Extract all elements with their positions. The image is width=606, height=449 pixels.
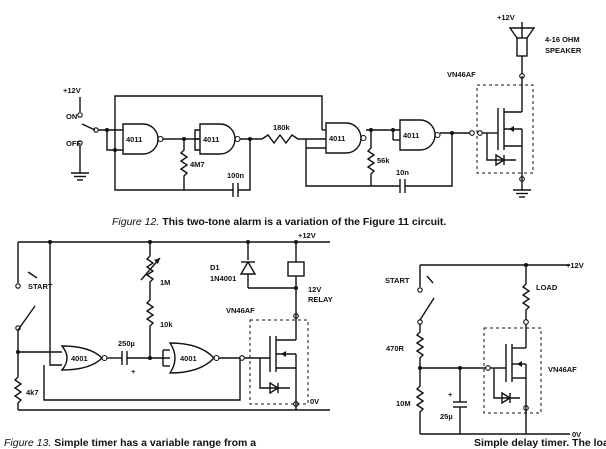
- fig12-resistor-56k: [366, 130, 376, 186]
- fig12-ground-symbol: [71, 172, 89, 181]
- fig12-resistor-180k: [261, 133, 326, 145]
- fig14-capacitor-25u-polarity: +: [448, 390, 453, 399]
- fig13-nor-gate-2: 4001: [168, 342, 220, 374]
- fig12-speaker-ground-symbol: [513, 189, 531, 198]
- fig14-load-resistor: [521, 283, 531, 320]
- fig12-caption: Figure 12. This two-tone alarm is a vari…: [112, 216, 446, 228]
- fig13-resistor-4k7: [13, 376, 23, 410]
- fig12-capacitor-10n-label: 10n: [396, 168, 409, 177]
- fig13-resistor-4k7-label: 4k7: [26, 388, 39, 397]
- fig14-start-switch-arrow: [426, 275, 434, 284]
- fig12-speaker-supply-label: +12V: [497, 13, 515, 22]
- figure-13-simple-timer: +12V START 4k7 0V 4001 250µ +: [4, 231, 333, 449]
- fig13-mosfet-vn46af: [249, 319, 309, 405]
- fig13-diode-d1: [239, 260, 257, 275]
- fig12-speaker-label-line1: 4-16 OHM: [545, 35, 580, 44]
- svg-text:4001: 4001: [71, 354, 88, 363]
- fig12-speaker-icon: [516, 37, 528, 57]
- fig14-mosfet-vn46af: [483, 327, 542, 414]
- fig12-speaker-label-line2: SPEAKER: [545, 46, 582, 55]
- fig14-resistor-10m-label: 10M: [396, 399, 411, 408]
- fig13-capacitor-250u-label: 250µ: [118, 339, 135, 348]
- svg-text:4001: 4001: [180, 354, 197, 363]
- fig14-resistor-470r-label: 470R: [386, 344, 405, 353]
- fig14-resistor-10m: [415, 368, 425, 434]
- fig14-capacitor-25u-label: 25µ: [440, 412, 453, 421]
- fig13-potentiometer-1m-label: 1M: [160, 278, 170, 287]
- fig13-mosfet-label: VN46AF: [226, 306, 255, 315]
- fig13-nor-gate-1: 4001: [60, 345, 108, 371]
- fig13-caption: Figure 13. Simple timer has a variable r…: [4, 437, 256, 449]
- fig13-start-label: START: [28, 282, 53, 291]
- svg-text:4011: 4011: [403, 131, 419, 140]
- fig13-ground-label: 0V: [310, 397, 319, 406]
- fig12-nand-gate-2: 4011: [199, 123, 241, 155]
- fig12-supply-label: +12V: [63, 86, 81, 95]
- fig13-resistor-10k: [145, 299, 155, 358]
- fig12-nand-gate-4: 4011: [399, 119, 441, 151]
- fig13-capacitor-250u-polarity: +: [131, 367, 136, 376]
- fig14-resistor-470r: [415, 331, 425, 368]
- fig13-supply-label: +12V: [298, 231, 316, 240]
- fig12-nand-gate-1: 4011: [122, 123, 164, 155]
- fig12-capacitor-100n-label: 100n: [227, 171, 245, 180]
- fig12-switch-on-label: ON: [66, 112, 77, 121]
- fig14-mosfet-label: VN46AF: [548, 365, 577, 374]
- fig12-nand-gate-3: 4011: [325, 122, 367, 154]
- svg-text:4011: 4011: [126, 135, 142, 144]
- fig13-relay-coil: [287, 261, 305, 277]
- fig13-relay-label-line1: 12V: [308, 285, 321, 294]
- svg-text:4011: 4011: [203, 135, 219, 144]
- fig12-mosfet-label: VN46AF: [447, 70, 476, 79]
- fig13-diode-ref-label: D1: [210, 263, 220, 272]
- figure-12-two-tone-alarm: +12V ON OFF 4011 4M7: [63, 13, 582, 228]
- fig12-resistor-56k-label: 56k: [377, 156, 390, 165]
- fig14-supply-label: +12V: [566, 261, 584, 270]
- fig13-start-switch-arrow: [27, 271, 38, 279]
- fig12-resistor-180k-label: 180k: [273, 123, 291, 132]
- fig14-ground-label: 0V: [572, 430, 581, 439]
- fig14-load-label: LOAD: [536, 283, 558, 292]
- fig12-resistor-4m7-label: 4M7: [190, 160, 205, 169]
- fig13-resistor-10k-label: 10k: [160, 320, 173, 329]
- fig13-diode-type-label: 1N4001: [210, 274, 236, 283]
- fig12-power-switch-lever: [81, 123, 96, 131]
- fig14-start-switch-lever: [419, 297, 435, 321]
- fig12-switch-terminal-on: [77, 112, 83, 118]
- fig13-relay-label-line2: RELAY: [308, 295, 333, 304]
- fig12-switch-off-label: OFF: [66, 139, 81, 148]
- figure-14-delay-timer: +12V START 470R 10M + 25µ 0V LOAD VN46AF: [385, 261, 606, 449]
- svg-text:4011: 4011: [329, 134, 345, 143]
- fig13-start-switch-lever: [17, 305, 36, 331]
- fig14-caption: Simple delay timer. The load: [474, 437, 606, 449]
- fig12-resistor-4m7: [179, 139, 189, 190]
- fig14-start-label: START: [385, 276, 410, 285]
- fig13-potentiometer-1m: [145, 255, 155, 300]
